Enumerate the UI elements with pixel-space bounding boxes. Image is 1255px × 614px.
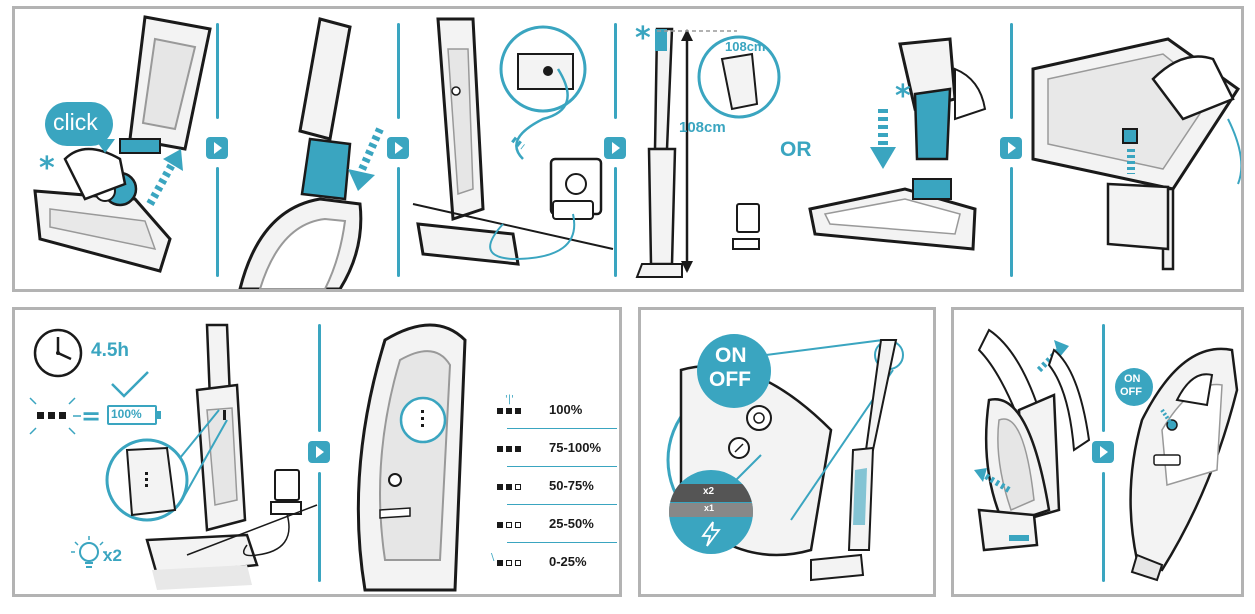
battery-full-label: 100% — [111, 407, 142, 421]
lightning-icon — [701, 521, 721, 547]
or-label: OR — [780, 138, 812, 161]
legend-divider — [507, 428, 617, 429]
equals-sign: = — [81, 402, 102, 430]
click-label: click — [53, 109, 98, 135]
click-bubble — [45, 102, 113, 146]
led-legend-row-50-75: 50-75% — [497, 470, 617, 508]
handheld-off-label: OFF — [1120, 386, 1142, 398]
led-legend-label: 25-50% — [549, 516, 594, 531]
led-legend-row-0-25: \ 0-25% — [491, 546, 617, 584]
divider — [1102, 472, 1105, 582]
led-legend-row-100: '|' 100% — [497, 394, 617, 432]
led-legend-label: 75-100% — [549, 440, 602, 455]
next-step-arrow-icon — [604, 137, 626, 159]
detach-handheld-illustration — [974, 328, 1091, 552]
speed-high-label: x2 — [703, 486, 715, 497]
charging-panel: 4.5h = 100% — [12, 307, 622, 597]
handheld-power-button-icon — [1115, 368, 1153, 406]
divider — [318, 472, 321, 582]
next-step-arrow-icon — [206, 137, 228, 159]
led-blink-marks: \ — [491, 552, 495, 563]
led-legend-label: 50-75% — [549, 478, 594, 493]
charging-vacuum-illustration — [105, 323, 318, 590]
click-bubble-tail — [95, 139, 115, 153]
legend-divider — [507, 504, 617, 505]
legend-divider — [507, 542, 617, 543]
led-closeup-illustration — [356, 323, 467, 592]
step5-asterisk: * — [895, 79, 911, 114]
led-legend-row-25-50: 25-50% — [497, 508, 617, 546]
speed-low-label: x1 — [704, 503, 715, 513]
check-icon — [111, 371, 149, 398]
handheld-unit-illustration — [1129, 347, 1239, 582]
lightbulb-icon — [71, 536, 107, 568]
step3-illustration — [412, 17, 614, 266]
next-step-arrow-icon — [1000, 137, 1022, 159]
handheld-panel: ON OFF — [951, 307, 1244, 597]
next-step-arrow-icon — [1092, 441, 1114, 463]
divider — [614, 167, 617, 277]
step1-asterisk: * — [39, 151, 55, 186]
led-legend-row-75-100: 75-100% — [497, 432, 617, 470]
divider — [614, 23, 617, 119]
charge-time: 4.5h — [91, 340, 130, 361]
blink-count: x2 — [103, 546, 122, 565]
step2-illustration — [238, 17, 384, 289]
led-legend-label: 100% — [549, 402, 583, 417]
divider — [216, 23, 219, 119]
led-indicator-icon — [29, 397, 81, 435]
clock-icon — [33, 328, 83, 378]
step1-illustration — [33, 15, 212, 273]
led-blink-marks: '|' — [505, 394, 514, 405]
handheld-on-label: ON — [1124, 373, 1141, 385]
power-off-label: OFF — [709, 368, 751, 391]
step6-illustration — [1031, 37, 1241, 271]
next-step-arrow-icon — [308, 441, 330, 463]
divider — [216, 167, 219, 277]
assembly-steps-panel: click * — [12, 6, 1244, 292]
next-step-arrow-icon — [387, 137, 409, 159]
divider — [318, 324, 321, 432]
divider — [1010, 167, 1013, 277]
step4-asterisk: * — [635, 21, 651, 56]
divider — [397, 23, 400, 119]
divider — [1010, 23, 1013, 119]
step5-illustration — [808, 37, 987, 251]
power-button-icon — [697, 334, 771, 408]
speed-low-band — [669, 503, 753, 517]
battery-icon — [107, 405, 161, 425]
power-on-label: ON — [715, 344, 747, 367]
divider — [397, 167, 400, 277]
legend-divider — [507, 466, 617, 467]
divider — [1102, 324, 1105, 432]
height-label: 108cm — [679, 119, 726, 136]
speed-high-band — [669, 484, 753, 502]
height-label-small: 108cm — [725, 39, 766, 54]
step4-illustration — [635, 27, 781, 278]
led-legend-label: 0-25% — [549, 554, 587, 569]
power-panel: ON OFF x2 x1 — [638, 307, 936, 597]
power-closeup-illustration — [666, 339, 904, 582]
